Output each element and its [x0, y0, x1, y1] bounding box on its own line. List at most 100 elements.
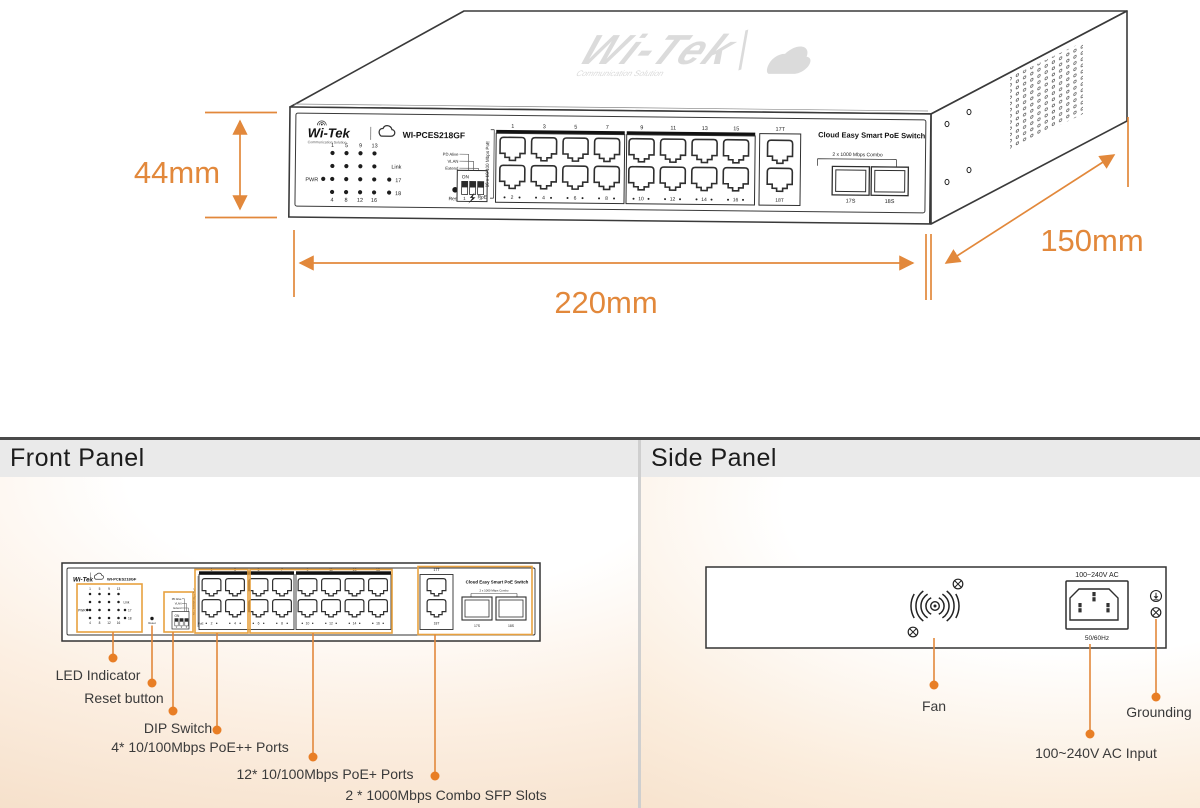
- port-number-bottom: 8: [281, 622, 283, 626]
- led-col-bottom-label: 8: [344, 198, 347, 204]
- port-number-top: 3: [543, 124, 546, 130]
- dip-label-vlan: VLAN: [175, 602, 182, 606]
- led-col-bottom-label: 4: [89, 621, 91, 625]
- led-col-bottom-label: 12: [357, 198, 363, 204]
- sfp-18s-label: 18S: [508, 624, 515, 628]
- screw-icon: [907, 626, 919, 638]
- led-dot: [679, 198, 682, 201]
- fan-arc: [925, 597, 932, 615]
- led-dot: [358, 177, 363, 182]
- port-number-bottom: 12: [670, 197, 676, 203]
- led-dot: [88, 592, 92, 596]
- fan-arc: [920, 593, 929, 619]
- fan-arc: [941, 593, 950, 619]
- fan-arc: [938, 597, 945, 615]
- reset-button-dot: [452, 186, 458, 193]
- led-dot: [344, 177, 349, 182]
- led-dot: [358, 164, 363, 169]
- led-dot: [632, 197, 635, 200]
- led-dot: [710, 198, 713, 201]
- section-divider: [638, 437, 641, 808]
- dimension-width-label: 220mm: [554, 285, 657, 320]
- led17-label: 17: [128, 609, 132, 613]
- side-callout-lines: [933, 619, 1157, 734]
- port-number-bottom: 6: [258, 622, 260, 626]
- link-label: Link: [124, 601, 130, 605]
- poe-label: PoE: [477, 195, 487, 201]
- side-panel-drawing: 100~240V AC 50/60Hz Fan 100~240V AC Inpu…: [705, 566, 1192, 761]
- dip-label-extend: Extend: [173, 606, 182, 610]
- led-col-bottom-label: 16: [371, 198, 377, 204]
- led-dot: [117, 616, 120, 620]
- poe-bracket-label: 16 x 10/100 Mbps PoE: [485, 141, 491, 188]
- callout-poep-ports: 12* 10/100Mbps PoE+ Ports: [236, 766, 413, 782]
- led-dot: [216, 622, 218, 624]
- led-col-top-label: 1: [89, 587, 91, 591]
- combo-port-block: [419, 574, 454, 630]
- port-block-2: [295, 574, 392, 630]
- dip-callout-box: [163, 591, 194, 633]
- callout-grounding: Grounding: [1126, 704, 1191, 720]
- led-dot: [107, 600, 111, 604]
- combo-note: 2 x 1000 Mbps Combo: [479, 589, 508, 593]
- poepp-ports-callout-box: [194, 568, 249, 634]
- reset-button-dot: [150, 616, 154, 621]
- led-dot: [382, 622, 384, 624]
- port-number-top: 1: [511, 124, 514, 130]
- port-number-top: 7: [606, 125, 609, 131]
- ac-voltage-label: 100~240V AC: [1075, 572, 1118, 579]
- grounding-icon: [1149, 589, 1163, 603]
- dip-num-3: 3: [479, 196, 482, 201]
- antenna-icon: [316, 120, 327, 126]
- port-number-bottom: 16: [376, 622, 380, 626]
- led-dot: [301, 622, 303, 624]
- led-dot: [357, 190, 363, 195]
- callout-poepp-ports: 4* 10/100Mbps PoE++ Ports: [111, 739, 288, 755]
- dip-on-label: ON: [462, 174, 470, 180]
- dimension-annotations: [205, 111, 1129, 300]
- led-dot: [371, 190, 377, 195]
- led-col-top-label: 13: [117, 587, 121, 591]
- dimension-height-label: 44mm: [134, 155, 220, 190]
- port-number-bottom: 6: [574, 196, 577, 202]
- led-dot: [88, 608, 92, 612]
- callout-led-indicator: LED Indicator: [56, 667, 141, 683]
- led-dot: [372, 164, 377, 169]
- poe-label: PoE: [198, 622, 204, 626]
- dip-num-1: 1: [463, 196, 466, 201]
- led-col-top-label: 1: [331, 143, 334, 149]
- led-dot: [229, 622, 231, 624]
- led-dot: [107, 608, 111, 612]
- led-col-bottom-label: 4: [330, 197, 333, 203]
- port-number-top: 13: [702, 126, 708, 132]
- led-col-top-label: 9: [359, 143, 362, 149]
- led-dot: [276, 622, 278, 624]
- led-callout-box: [76, 583, 143, 633]
- top-face-brand: Wi-Tek: [571, 26, 747, 73]
- port-number-bottom: 8: [605, 196, 608, 202]
- product-title: Cloud Easy Smart PoE Switch: [818, 130, 926, 140]
- sfp-slots-mini: 17S 18S: [461, 596, 527, 628]
- pwr-label: PWR: [78, 609, 86, 613]
- led-col-bottom-label: 8: [99, 621, 101, 625]
- led-dot: [325, 622, 327, 624]
- led-dot: [372, 151, 377, 156]
- led-col-bottom-label: 16: [117, 621, 121, 625]
- pwr-label: PWR: [305, 177, 318, 183]
- port-number-top: 9: [640, 125, 643, 131]
- dip-switch-area: PD Alive VLAN Extend ON 1 2 3: [443, 152, 488, 203]
- led-dot: [343, 190, 349, 195]
- port-block-1: [494, 132, 626, 205]
- port-18t-label: 18T: [775, 198, 784, 204]
- front-panel-header-bar: Front Panel: [0, 440, 638, 477]
- port-18t-label: 18T: [434, 622, 440, 626]
- led-dot: [344, 164, 349, 169]
- fan-arc: [915, 590, 924, 622]
- dip-label-pdalive: PD Alive: [443, 152, 460, 157]
- led-dot: [312, 622, 314, 624]
- led-dot: [88, 616, 92, 620]
- front-face-3d: Wi-Tek Communication Solution WI-PCES218…: [288, 106, 932, 225]
- led-col-top-label: 9: [108, 587, 110, 591]
- led-dot: [252, 622, 254, 624]
- callout-sfp-slots: 2 * 1000Mbps Combo SFP Slots: [345, 787, 546, 803]
